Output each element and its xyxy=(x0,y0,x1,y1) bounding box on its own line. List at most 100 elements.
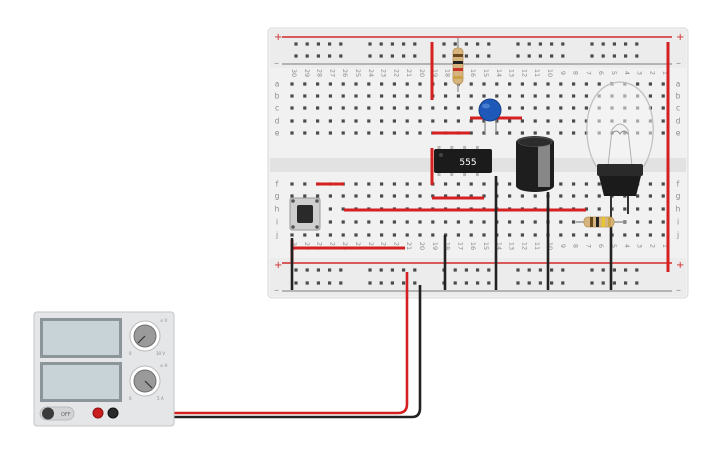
breadboard-hole[interactable] xyxy=(390,54,394,58)
breadboard-hole[interactable] xyxy=(527,42,531,46)
breadboard-hole[interactable] xyxy=(328,42,332,46)
breadboard-hole[interactable] xyxy=(379,281,383,285)
breadboard-hole[interactable] xyxy=(623,233,627,237)
breadboard-hole[interactable] xyxy=(508,233,512,237)
breadboard-hole[interactable] xyxy=(482,220,486,224)
breadboard-hole[interactable] xyxy=(305,42,309,46)
breadboard-hole[interactable] xyxy=(380,94,384,98)
breadboard-hole[interactable] xyxy=(418,82,422,86)
breadboard-hole[interactable] xyxy=(572,94,576,98)
breadboard-hole[interactable] xyxy=(442,42,446,46)
breadboard-hole[interactable] xyxy=(456,119,460,123)
breadboard-hole[interactable] xyxy=(392,119,396,123)
light-bulb[interactable] xyxy=(586,81,654,225)
breadboard-hole[interactable] xyxy=(559,119,563,123)
breadboard-hole[interactable] xyxy=(316,42,320,46)
breadboard-hole[interactable] xyxy=(612,268,616,272)
breadboard-hole[interactable] xyxy=(456,220,460,224)
breadboard-hole[interactable] xyxy=(487,42,491,46)
breadboard-hole[interactable] xyxy=(431,233,435,237)
breadboard-hole[interactable] xyxy=(418,119,422,123)
breadboard-hole[interactable] xyxy=(354,233,358,237)
breadboard-hole[interactable] xyxy=(559,194,563,198)
breadboard-hole[interactable] xyxy=(380,82,384,86)
breadboard-hole[interactable] xyxy=(294,42,298,46)
breadboard-hole[interactable] xyxy=(418,194,422,198)
breadboard-hole[interactable] xyxy=(661,119,665,123)
breadboard-hole[interactable] xyxy=(444,119,448,123)
breadboard-hole[interactable] xyxy=(413,281,417,285)
breadboard-hole[interactable] xyxy=(520,94,524,98)
breadboard-hole[interactable] xyxy=(341,220,345,224)
breadboard-hole[interactable] xyxy=(305,54,309,58)
breadboard-hole[interactable] xyxy=(464,54,468,58)
breadboard-hole[interactable] xyxy=(590,42,594,46)
breadboard-hole[interactable] xyxy=(572,82,576,86)
breadboard-hole[interactable] xyxy=(487,54,491,58)
breadboard-hole[interactable] xyxy=(354,82,358,86)
breadboard-hole[interactable] xyxy=(380,106,384,110)
ic-555[interactable]: 555 xyxy=(434,146,492,176)
breadboard-hole[interactable] xyxy=(508,182,512,186)
breadboard-hole[interactable] xyxy=(520,194,524,198)
breadboard-hole[interactable] xyxy=(612,54,616,58)
breadboard-hole[interactable] xyxy=(402,268,406,272)
breadboard-hole[interactable] xyxy=(572,131,576,135)
breadboard-hole[interactable] xyxy=(456,194,460,198)
breadboard-hole[interactable] xyxy=(584,182,588,186)
breadboard-hole[interactable] xyxy=(520,82,524,86)
breadboard-hole[interactable] xyxy=(572,233,576,237)
breadboard-hole[interactable] xyxy=(572,194,576,198)
breadboard-hole[interactable] xyxy=(405,119,409,123)
breadboard-hole[interactable] xyxy=(413,268,417,272)
breadboard-hole[interactable] xyxy=(444,82,448,86)
breadboard-hole[interactable] xyxy=(469,233,473,237)
breadboard-hole[interactable] xyxy=(418,182,422,186)
breadboard-hole[interactable] xyxy=(339,268,343,272)
breadboard-hole[interactable] xyxy=(368,281,372,285)
breadboard-hole[interactable] xyxy=(290,194,294,198)
breadboard-hole[interactable] xyxy=(290,94,294,98)
breadboard-hole[interactable] xyxy=(405,182,409,186)
breadboard-hole[interactable] xyxy=(431,106,435,110)
breadboard-hole[interactable] xyxy=(354,106,358,110)
pushbutton-cap[interactable] xyxy=(297,205,313,223)
breadboard-hole[interactable] xyxy=(508,119,512,123)
breadboard-hole[interactable] xyxy=(328,233,332,237)
breadboard-hole[interactable] xyxy=(495,82,499,86)
breadboard-hole[interactable] xyxy=(305,281,309,285)
breadboard-hole[interactable] xyxy=(508,131,512,135)
breadboard-hole[interactable] xyxy=(316,268,320,272)
breadboard-hole[interactable] xyxy=(453,281,457,285)
breadboard-hole[interactable] xyxy=(559,233,563,237)
breadboard-hole[interactable] xyxy=(636,207,640,211)
breadboard-hole[interactable] xyxy=(533,94,537,98)
breadboard-hole[interactable] xyxy=(328,281,332,285)
breadboard-hole[interactable] xyxy=(533,106,537,110)
breadboard-hole[interactable] xyxy=(533,82,537,86)
breadboard-hole[interactable] xyxy=(601,54,605,58)
breadboard-hole[interactable] xyxy=(584,106,588,110)
breadboard-hole[interactable] xyxy=(508,82,512,86)
breadboard-hole[interactable] xyxy=(546,131,550,135)
breadboard-hole[interactable] xyxy=(392,106,396,110)
breadboard-hole[interactable] xyxy=(661,82,665,86)
breadboard-hole[interactable] xyxy=(546,82,550,86)
breadboard-hole[interactable] xyxy=(508,220,512,224)
breadboard-hole[interactable] xyxy=(418,131,422,135)
breadboard-hole[interactable] xyxy=(661,182,665,186)
breadboard-hole[interactable] xyxy=(648,82,652,86)
breadboard-hole[interactable] xyxy=(444,182,448,186)
breadboard-hole[interactable] xyxy=(590,281,594,285)
breadboard-hole[interactable] xyxy=(612,281,616,285)
breadboard-hole[interactable] xyxy=(367,131,371,135)
breadboard-hole[interactable] xyxy=(464,281,468,285)
breadboard-hole[interactable] xyxy=(597,182,601,186)
breadboard-hole[interactable] xyxy=(612,42,616,46)
breadboard-hole[interactable] xyxy=(380,194,384,198)
breadboard-hole[interactable] xyxy=(661,94,665,98)
breadboard-hole[interactable] xyxy=(303,233,307,237)
board-wires[interactable] xyxy=(290,42,670,272)
breadboard-hole[interactable] xyxy=(303,119,307,123)
breadboard-hole[interactable] xyxy=(482,182,486,186)
